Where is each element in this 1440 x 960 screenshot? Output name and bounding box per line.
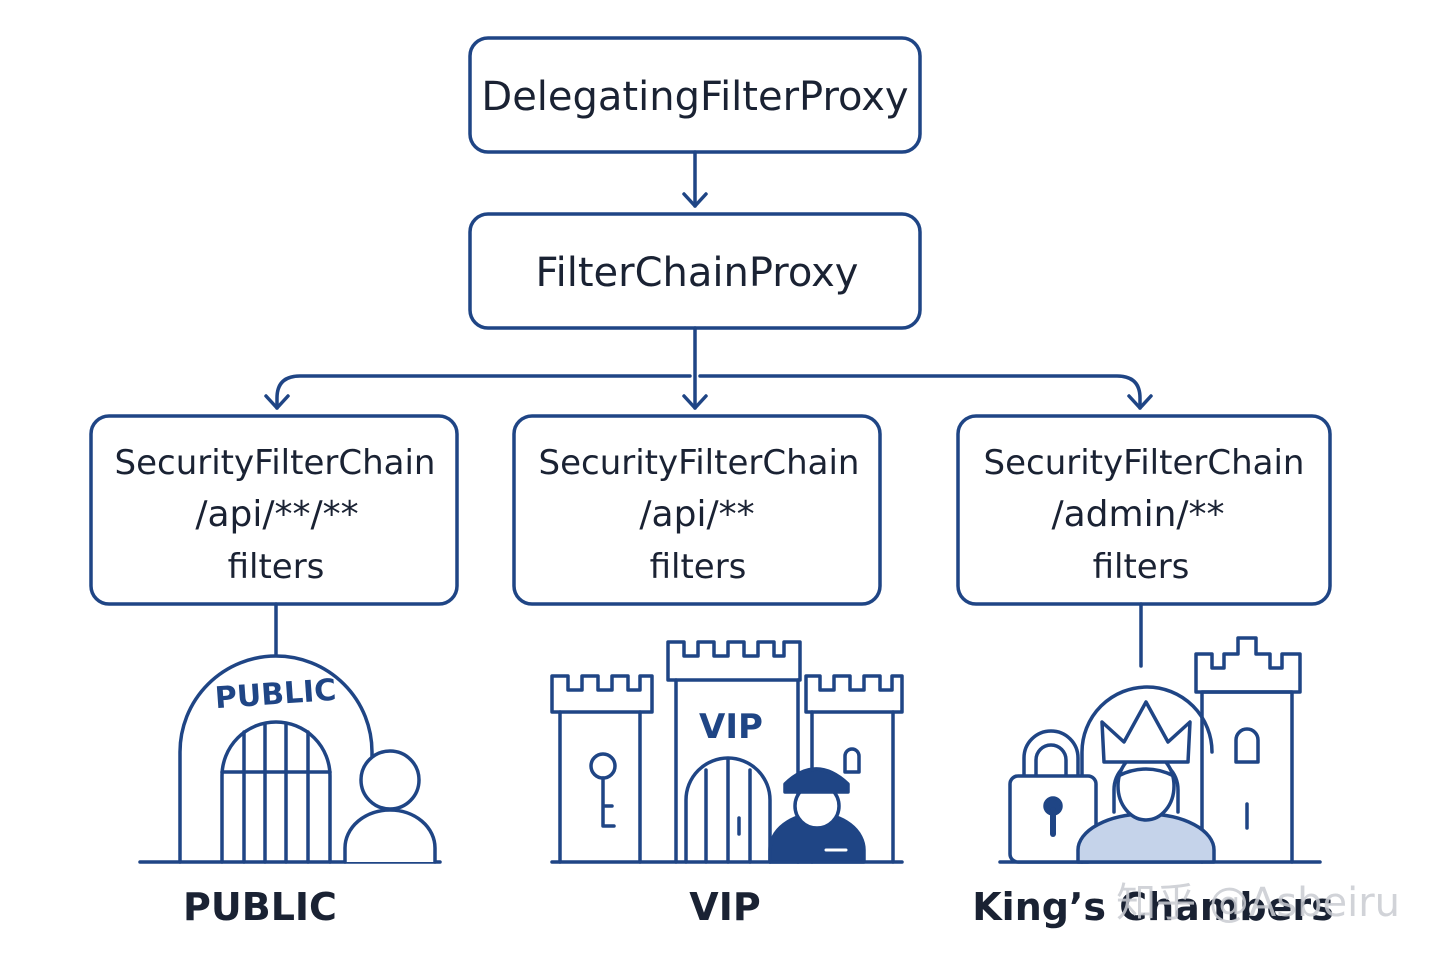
king-with-lock-and-tower-icon [998,636,1322,864]
chain-title: SecurityFilterChain [984,443,1305,483]
gate-with-person-icon: PUBLIC [138,654,442,864]
caption-public: PUBLIC [183,885,337,929]
chain-pattern: /api/**/** [195,494,358,535]
security-filter-chain-vip: SecurityFilterChain /api/** filters [512,414,882,606]
filter-chain-proxy-label: FilterChainProxy [536,250,859,296]
delegating-filter-proxy-node: DelegatingFilterProxy [468,36,922,154]
chain-pattern: /admin/** [1051,494,1224,535]
branch-connector [264,326,1153,410]
caption-vip: VIP [689,885,760,929]
vip-sign-text: VIP [699,707,763,747]
castle-with-guard-icon: VIP [550,640,904,864]
chain-title: SecurityFilterChain [115,443,436,483]
chain-title: SecurityFilterChain [539,443,860,483]
public-sign-text: PUBLIC [214,673,338,716]
delegating-filter-proxy-label: DelegatingFilterProxy [481,74,908,120]
watermark: 知乎 @Asbeiru [1116,880,1400,926]
chain-filters-label: filters [228,547,325,587]
arrow-delegating-to-proxy [682,150,708,208]
caption-kings-chambers: King’s Chambers [972,885,1334,929]
security-filter-chain-admin: SecurityFilterChain /admin/** filters [956,414,1332,606]
chain-filters-label: filters [1093,547,1190,587]
chain-to-illustration-connectors [274,602,1143,668]
chain-filters-label: filters [650,547,747,587]
filter-chain-proxy-node: FilterChainProxy [468,212,922,330]
chain-pattern: /api/** [639,494,754,535]
security-filter-chain-public: SecurityFilterChain /api/**/** filters [89,414,459,606]
